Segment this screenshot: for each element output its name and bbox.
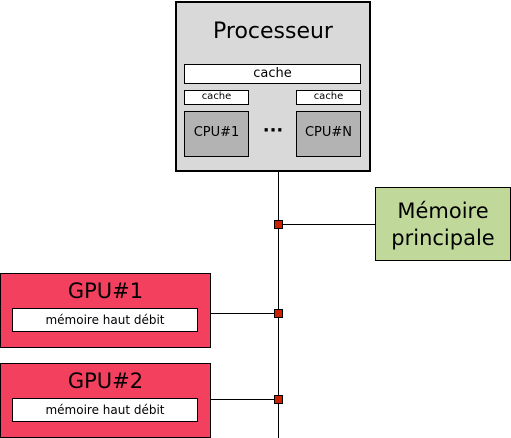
gpu2-box: GPU#2 mémoire haut débit <box>0 363 211 438</box>
main-memory-line1: Mémoire <box>397 199 489 223</box>
cpu1-cache: cache <box>184 90 249 105</box>
bus-vertical-line <box>278 172 279 438</box>
processor-box: Processeur cache cache CPU#1 ··· cache C… <box>175 1 371 172</box>
bus-link-main-memory <box>278 224 376 225</box>
gpu1-box: GPU#1 mémoire haut débit <box>0 273 211 348</box>
cpu1-label: CPU#1 <box>193 125 240 140</box>
cores-ellipsis: ··· <box>262 120 284 141</box>
gpu2-memory-label: mémoire haut débit <box>45 403 165 417</box>
bus-link-gpu1 <box>210 313 278 314</box>
cpu1-core: CPU#1 <box>184 111 249 157</box>
main-memory-box: Mémoire principale <box>375 187 511 261</box>
shared-cache-label: cache <box>253 66 292 81</box>
processor-title: Processeur <box>213 19 333 44</box>
bus-link-gpu2 <box>210 399 278 400</box>
bus-node-gpu1 <box>274 309 283 318</box>
cpun-label: CPU#N <box>304 125 353 140</box>
cpu1-cache-label: cache <box>201 91 232 102</box>
cpun-core: CPU#N <box>296 111 361 157</box>
bus-node-main-memory <box>274 220 283 229</box>
shared-cache: cache <box>184 64 361 84</box>
gpu1-memory-label: mémoire haut débit <box>45 313 165 327</box>
gpu2-memory: mémoire haut débit <box>12 398 198 422</box>
main-memory-line2: principale <box>391 226 495 250</box>
gpu1-memory: mémoire haut débit <box>12 308 198 332</box>
gpu2-title: GPU#2 <box>67 369 144 393</box>
gpu1-title: GPU#1 <box>67 279 144 303</box>
bus-node-gpu2 <box>274 395 283 404</box>
cpun-cache-label: cache <box>313 91 344 102</box>
cpun-cache: cache <box>296 90 361 105</box>
